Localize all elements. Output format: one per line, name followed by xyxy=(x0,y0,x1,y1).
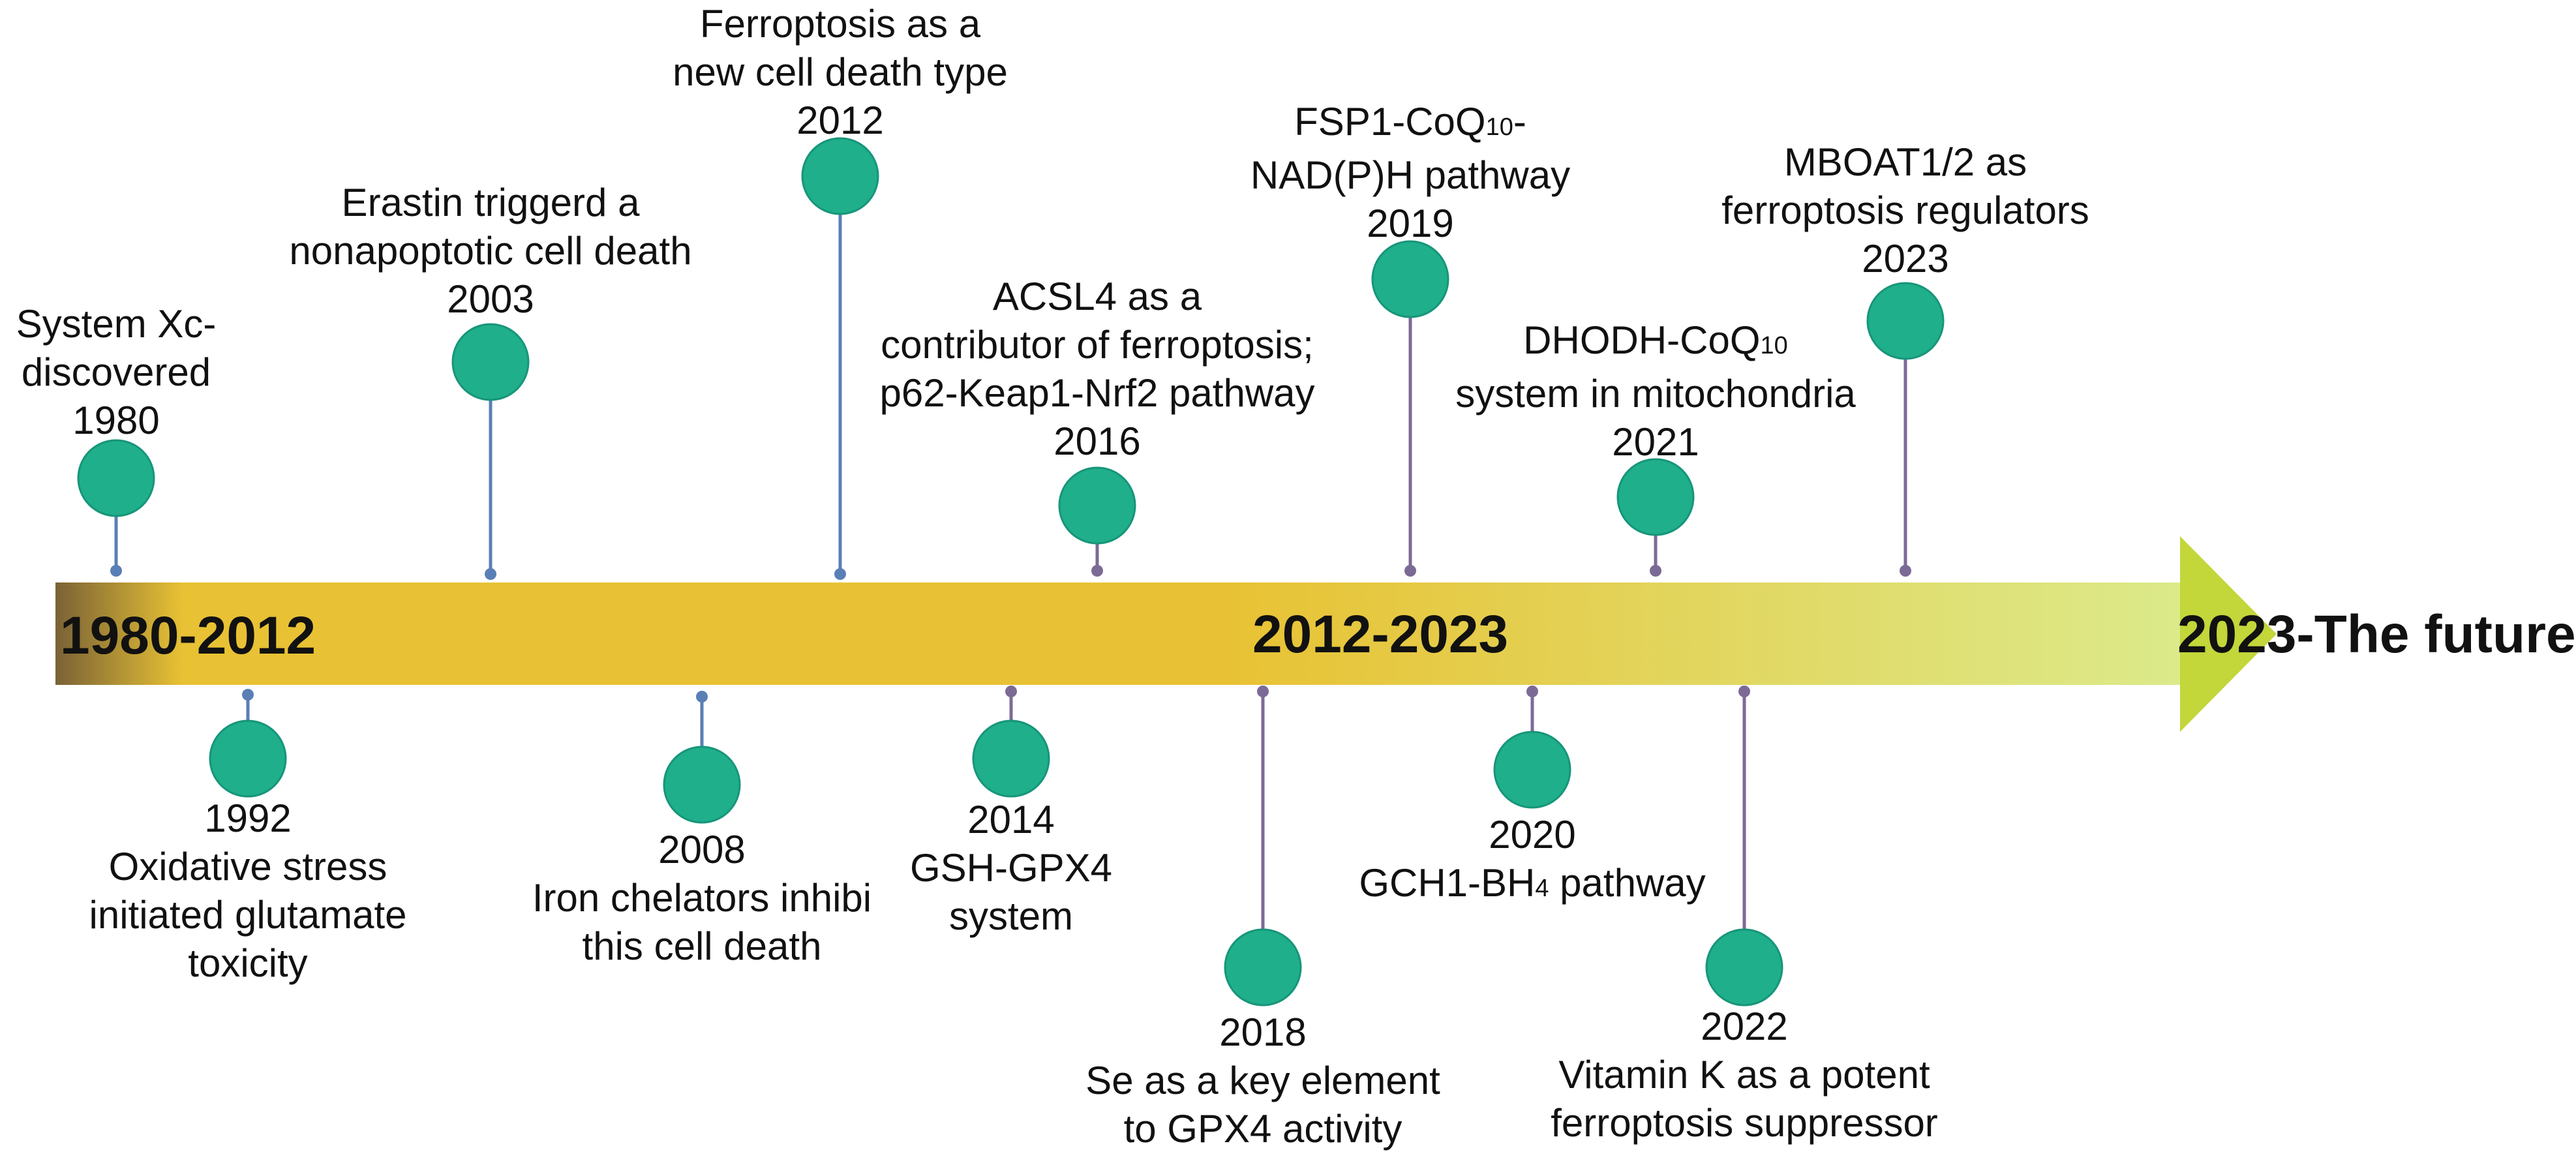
event-text-line: ACSL4 as a xyxy=(992,275,1202,318)
event-1980-dot xyxy=(77,439,155,517)
event-year-2023: 2023 xyxy=(1862,237,1949,280)
event-text-subscript: 10 xyxy=(1485,113,1513,141)
event-label-2003: Erastin triggerd a nonapoptotic cell deat… xyxy=(289,179,691,324)
event-2023-dot xyxy=(1866,282,1945,360)
event-2018-stem-end xyxy=(1257,686,1269,697)
event-text-main: FSP1-CoQ xyxy=(1294,100,1486,144)
event-text-line: initiated glutamate xyxy=(89,893,407,937)
event-label-2016: ACSL4 as a contributor of ferroptosis;p62… xyxy=(879,273,1314,466)
event-text-line: this cell death xyxy=(582,924,822,968)
event-2020-dot xyxy=(1493,731,1571,809)
event-text-tail: pathway xyxy=(1549,861,1706,905)
event-2016-stem-end xyxy=(1091,565,1103,577)
event-text-line: nonapoptotic cell death xyxy=(289,229,692,273)
event-year-2012: 2012 xyxy=(796,98,884,142)
event-text-line: Se as a key element xyxy=(1085,1059,1440,1102)
event-year-2019: 2019 xyxy=(1367,202,1454,245)
event-label-2023: MBOAT1/2 as ferroptosis regulators 2023 xyxy=(1721,138,2089,283)
event-1980-stem-end xyxy=(110,565,122,577)
event-text-suffix: - xyxy=(1513,100,1526,144)
event-year-2008: 2008 xyxy=(658,828,746,871)
timeline-arrow-head xyxy=(2180,536,2277,732)
event-text-line: contributor of ferroptosis; xyxy=(881,323,1314,367)
event-text-line: to GPX4 activity xyxy=(1123,1107,1402,1151)
event-text-subscript: 10 xyxy=(1760,332,1788,359)
event-text-line: p62-Keap1-Nrf2 pathway xyxy=(879,371,1315,415)
event-year-1992: 1992 xyxy=(204,796,292,840)
event-text-line: GSH-GPX4 xyxy=(909,846,1113,890)
event-text-line: toxicity xyxy=(188,941,308,985)
event-2014-stem-end xyxy=(1005,686,1017,697)
event-text-line: ferroptosis suppressor xyxy=(1551,1101,1938,1145)
event-2014-dot xyxy=(972,719,1050,798)
event-1992-stem-end xyxy=(242,689,254,701)
event-year-1980: 1980 xyxy=(72,399,160,442)
event-2022-stem-end xyxy=(1738,686,1750,697)
event-text-line: Oxidative stress xyxy=(108,845,387,888)
event-year-2018: 2018 xyxy=(1219,1010,1307,1054)
event-2003-stem-end xyxy=(485,568,496,580)
event-text-line: system xyxy=(948,894,1074,938)
event-2021-dot xyxy=(1616,458,1695,536)
event-year-2020: 2020 xyxy=(1489,813,1576,856)
event-text-main: GCH1-BH xyxy=(1359,861,1536,905)
era-label-2012-2023: 2012-2023 xyxy=(1252,605,1509,664)
event-label-2018: 2018 Se as a key element to GPX4 activity xyxy=(1085,1008,1440,1153)
event-2019-dot xyxy=(1371,240,1449,318)
event-2018-dot xyxy=(1224,928,1302,1006)
event-2012-dot xyxy=(801,137,879,215)
event-text-line: Iron chelators inhibi xyxy=(532,876,872,920)
event-text-subscript: 4 xyxy=(1535,875,1549,902)
event-text-line: MBOAT1/2 as xyxy=(1783,140,2027,184)
event-year-2021: 2021 xyxy=(1612,420,1699,464)
timeline-diagram: 1980-2012 2012-2023 2023-The future Syst… xyxy=(16,0,2576,1153)
event-2021-stem-end xyxy=(1650,565,1661,577)
timeline-graphic xyxy=(55,137,2277,1006)
event-2020-stem-end xyxy=(1526,686,1538,697)
event-year-2016: 2016 xyxy=(1053,419,1141,463)
event-text-line: new cell death type xyxy=(673,50,1008,94)
event-text-line: discovered xyxy=(21,350,211,394)
event-2022-dot xyxy=(1705,928,1783,1006)
event-label-1980: System Xc-discovered 1980 xyxy=(16,300,217,445)
event-2019-stem-end xyxy=(1404,565,1416,577)
event-text-line: NAD(P)H pathway xyxy=(1250,153,1571,197)
event-2023-stem-end xyxy=(1900,565,1911,577)
event-2003-dot xyxy=(451,323,530,401)
event-text-line: FSP1-CoQ10- xyxy=(1250,98,1570,151)
timeline-bar xyxy=(55,582,2183,685)
event-text-line: DHODH-CoQ10 xyxy=(1455,316,1856,370)
event-text-line: System Xc- xyxy=(16,302,217,346)
event-2008-dot xyxy=(663,746,741,824)
event-text-main: DHODH-CoQ xyxy=(1523,318,1761,362)
event-text-line: Erastin triggerd a xyxy=(341,181,640,224)
event-year-2003: 2003 xyxy=(447,277,534,321)
event-1992-dot xyxy=(209,719,287,798)
event-text-line: system in mitochondria xyxy=(1455,372,1856,416)
event-text-line: GCH1-BH4 pathway xyxy=(1359,859,1705,913)
event-2016-dot xyxy=(1058,466,1136,545)
event-year-2022: 2022 xyxy=(1701,1005,1788,1048)
event-text-line: Vitamin K as a potent xyxy=(1558,1053,1930,1097)
era-label-future: 2023-The future xyxy=(2177,605,2576,664)
event-2012-stem-end xyxy=(834,568,846,580)
era-label-1980-2012: 1980-2012 xyxy=(60,606,316,665)
event-text-line: Ferroptosis as a xyxy=(699,2,981,46)
event-year-2014: 2014 xyxy=(967,798,1055,841)
event-2008-stem-end xyxy=(696,691,708,703)
event-text-line: ferroptosis regulators xyxy=(1721,189,2089,232)
